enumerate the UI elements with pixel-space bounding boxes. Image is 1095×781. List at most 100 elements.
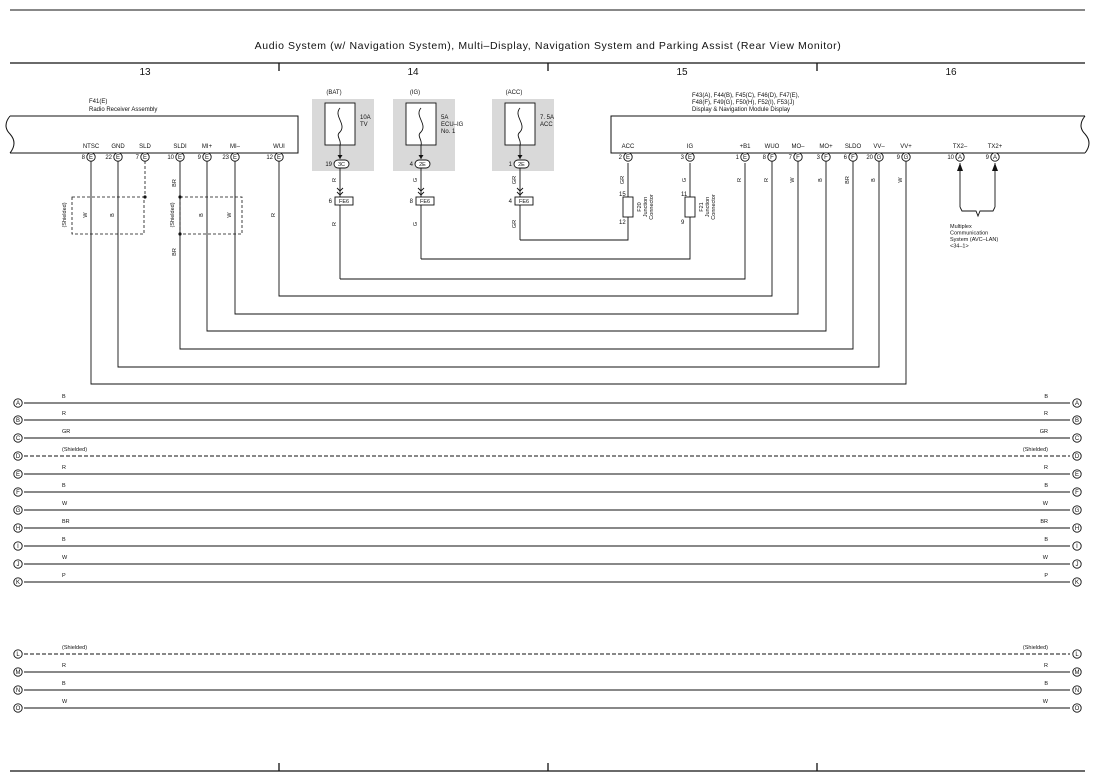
- connector-letter: D: [1075, 454, 1080, 460]
- wire-color-label: R: [271, 213, 277, 217]
- connector-letter: F: [770, 155, 774, 161]
- display-pin-label: SLDO: [845, 144, 862, 150]
- display-pin-label: VV–: [873, 144, 885, 150]
- radio-pin-number: 22: [105, 155, 112, 161]
- bus-color-left: B: [62, 394, 66, 400]
- connector-letter: H: [16, 526, 20, 532]
- wire-acc-route: [520, 217, 629, 241]
- connector-letter: F: [851, 155, 855, 161]
- bus-terminal-left: [13, 541, 23, 551]
- connector-letter: B: [1075, 418, 1079, 424]
- bus-color-right: (Shielded): [1023, 447, 1048, 453]
- junction-connector-pin: 11: [681, 192, 688, 198]
- fuse-name: TV: [360, 122, 368, 128]
- bus-terminal-right: [1072, 541, 1082, 551]
- connector-letter: M: [1075, 670, 1080, 676]
- wire-color-label: B: [871, 178, 877, 182]
- radio-pin-number: 8: [82, 155, 86, 161]
- wire-color-label: R: [332, 222, 338, 226]
- bus-terminal-left: [13, 649, 23, 659]
- connector-letter: F: [16, 490, 20, 496]
- bus-color-right: R: [1044, 465, 1048, 471]
- page-frame: [10, 9, 1085, 772]
- radio-pin-label: GND: [111, 144, 125, 150]
- shield-box: [71, 196, 145, 235]
- display-refs-line2: F48(F), F49(G), F50(H), F52(I), F53(J): [692, 100, 794, 106]
- radio-pin-label: NTSC: [83, 144, 100, 150]
- wire-ntsc-vv: [90, 161, 907, 385]
- fuse-pin-number: 4: [410, 162, 414, 168]
- connector-letter: G: [877, 155, 882, 161]
- connector-letter: F: [824, 155, 828, 161]
- junction-arrow: [417, 187, 425, 196]
- wire-color-label: B: [110, 213, 116, 217]
- fuse-pin-number: 1: [509, 162, 513, 168]
- connector-letter: K: [1075, 580, 1079, 586]
- display-refs-line1: F43(A), F44(B), F45(C), F46(D), F47(E),: [692, 93, 800, 99]
- bus-color-left: P: [62, 573, 66, 579]
- display-pin-connector: [623, 152, 633, 162]
- connector-letter: A: [993, 155, 997, 161]
- bus-terminal-left: [13, 577, 23, 587]
- connector-letter: E: [277, 155, 281, 161]
- connector-letter: E: [233, 155, 237, 161]
- fuse-source: (BAT): [326, 90, 341, 96]
- bus-color-right: B: [1044, 394, 1048, 400]
- connector-letter: O: [16, 706, 21, 712]
- connector-letter: J: [1076, 562, 1079, 568]
- connector-letter: F: [796, 155, 800, 161]
- bus-terminal-right: [1072, 559, 1082, 569]
- bus-terminal-right: [1072, 505, 1082, 515]
- bus-color-left: B: [62, 537, 66, 543]
- arrow-head: [957, 163, 963, 171]
- bus-terminal-right: [1072, 577, 1082, 587]
- bus-color-left: R: [62, 663, 66, 669]
- shield-box: [179, 196, 243, 235]
- wire-mi-mo: [234, 161, 799, 315]
- connector-letter: E: [626, 155, 630, 161]
- multiplex-label: System (AVC–LAN): [950, 237, 998, 243]
- bus-terminal-left: [13, 667, 23, 677]
- bus-color-right: W: [1043, 555, 1049, 561]
- connector-letter: M: [16, 670, 21, 676]
- bus-color-left: W: [62, 555, 68, 561]
- bus-color-left: B: [62, 483, 66, 489]
- wire-color-label: W: [83, 212, 89, 218]
- wire-color-label: G: [413, 222, 419, 226]
- bus-terminal-right: [1072, 649, 1082, 659]
- connector-letter: E: [205, 155, 209, 161]
- bus-color-left: W: [62, 699, 68, 705]
- connector-letter: A: [958, 155, 962, 161]
- junction-connector-label: Junction: [705, 197, 711, 218]
- radio-pin-number: 9: [198, 155, 202, 161]
- connector-letter: G: [1075, 508, 1080, 514]
- radio-pin-label: SLD: [139, 144, 151, 150]
- fuse-rating: 5A: [441, 115, 448, 121]
- bus-terminal-right: [1072, 523, 1082, 533]
- wire-color-label: B: [818, 178, 824, 182]
- display-pin-label: IG: [687, 144, 694, 150]
- bus-terminal-left: [13, 451, 23, 461]
- bus-color-left: (Shielded): [62, 645, 87, 651]
- junction-block-label: FE6: [420, 199, 430, 205]
- connector-letter: E: [143, 155, 147, 161]
- wire-color-label: GR: [620, 176, 626, 184]
- bus-terminal-left: [13, 415, 23, 425]
- radio-pin-label: MI+: [202, 144, 213, 150]
- fuse-symbol: [418, 107, 424, 146]
- wire-sldi-sldo: [179, 161, 854, 350]
- bus-terminal-right: [1072, 415, 1082, 425]
- radio-receiver-box: [10, 115, 299, 154]
- shield-label: (Shielded): [170, 202, 176, 227]
- connector-letter: E: [89, 155, 93, 161]
- display-pin-number: 20: [866, 155, 873, 161]
- junction-block: [415, 196, 435, 206]
- section-number: 14: [407, 67, 419, 78]
- connector-letter: H: [1075, 526, 1079, 532]
- junction-pin-number: 8: [410, 199, 414, 205]
- display-pin-label: ACC: [622, 144, 635, 150]
- wire-color-label: R: [737, 178, 743, 182]
- wire-color-label: G: [413, 178, 419, 182]
- junction-connector-label: F21: [699, 202, 705, 211]
